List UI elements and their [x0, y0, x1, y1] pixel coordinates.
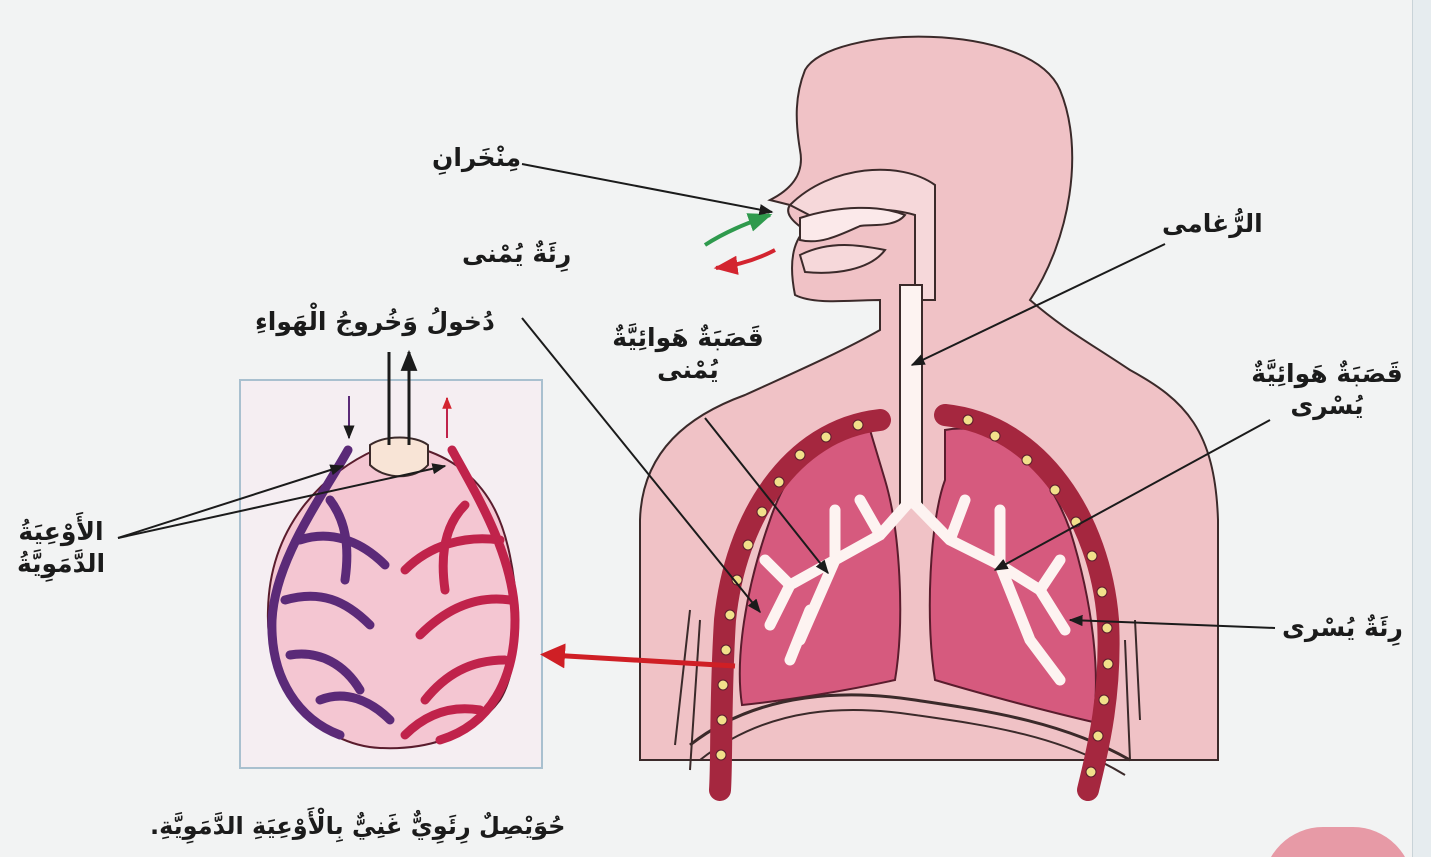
- label-left-bronchus-line2: يُسْرى: [1232, 390, 1422, 422]
- exhale-arrow: [716, 250, 775, 268]
- label-left-bronchus-line1: قَصَبَةٌ هَوائِيَّةٌ: [1232, 358, 1422, 390]
- label-left-bronchus: قَصَبَةٌ هَوائِيَّةٌ يُسْرى: [1232, 358, 1422, 422]
- label-nostrils: مِنْخَرانِ: [432, 142, 521, 174]
- trachea-tube: [900, 285, 922, 505]
- label-right-bronchus-line1: قَصَبَةٌ هَوائِيَّةٌ: [588, 322, 788, 354]
- label-left-lung: رِئَةٌ يُسْرى: [1282, 612, 1403, 644]
- label-blood-vessels: الأَوْعِيَةُ الدَّمَوِيَّةُ: [2, 516, 120, 580]
- label-trachea: الرُّغامى: [1162, 208, 1263, 240]
- caption: حُوَيْصِلٌ رِئَوِيٌّ غَنِيٌّ بِالْأَوْعِ…: [150, 810, 565, 842]
- inhale-arrow: [705, 215, 770, 245]
- label-air-in-out: دُخولُ وَخُروجُ الْهَواءِ: [255, 306, 495, 338]
- label-blood-vessels-line1: الأَوْعِيَةُ: [2, 516, 120, 548]
- label-right-lung: رِئَةٌ يُمْنى: [462, 238, 571, 270]
- page-edge-band: [1412, 0, 1431, 857]
- label-right-bronchus-line2: يُمْنى: [588, 354, 788, 386]
- alveolus-neck: [370, 438, 428, 477]
- label-right-bronchus: قَصَبَةٌ هَوائِيَّةٌ يُمْنى: [588, 322, 788, 386]
- label-blood-vessels-line2: الدَّمَوِيَّةُ: [2, 548, 120, 580]
